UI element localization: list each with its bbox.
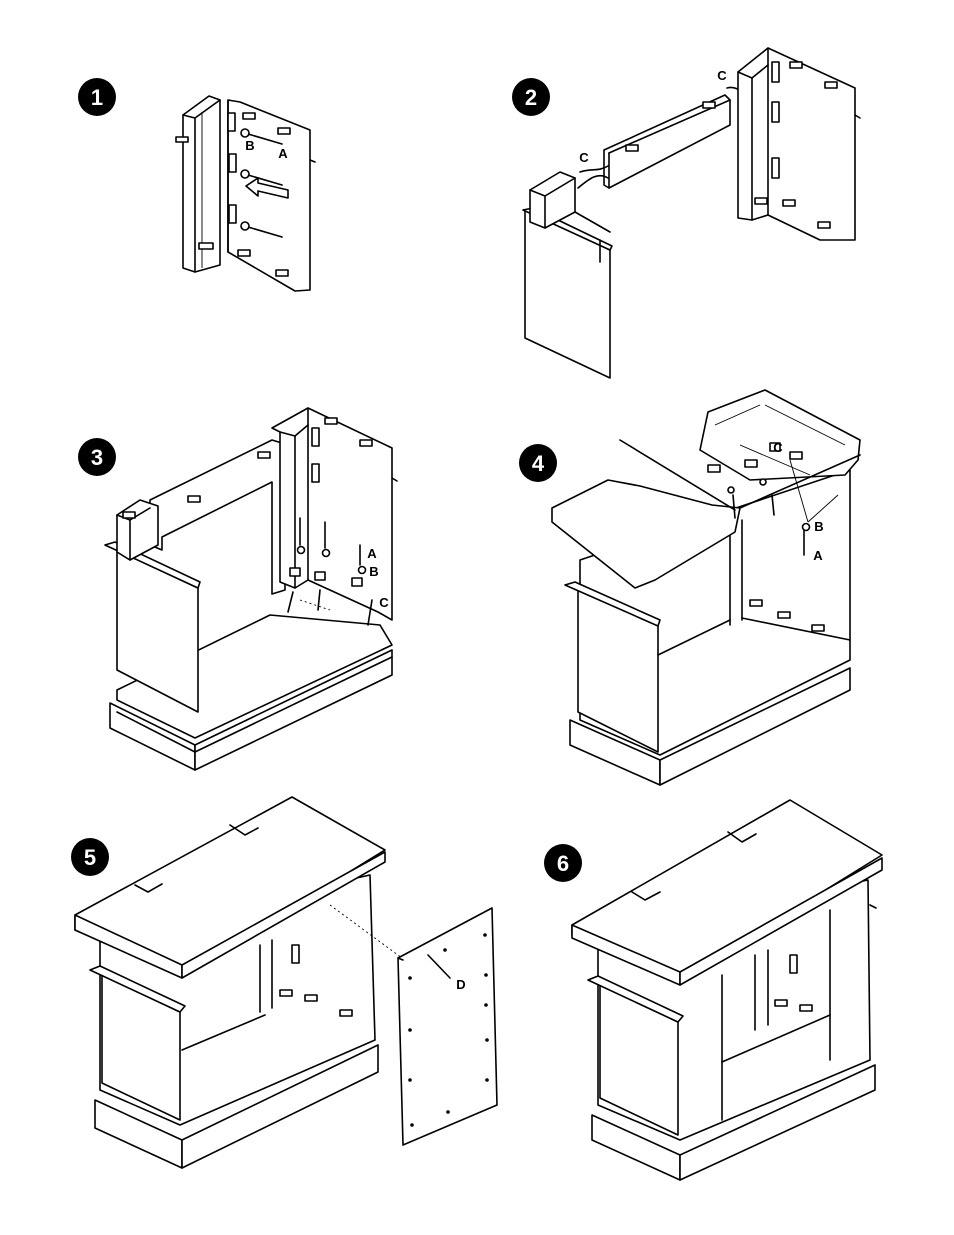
cam-lock-icon <box>290 568 300 576</box>
washer-icon <box>359 567 366 574</box>
washer-icon <box>241 170 249 178</box>
side-post-panel <box>176 96 220 272</box>
washer-icon <box>323 550 330 557</box>
step-5-badge: 5 <box>71 838 109 876</box>
label-c: C <box>717 68 727 83</box>
label-b: B <box>814 519 823 534</box>
washer-icon <box>760 479 766 485</box>
label-b: B <box>369 564 378 579</box>
cam-lock-icon <box>352 578 362 586</box>
label-a: A <box>813 548 823 563</box>
right-side-assembly <box>738 48 860 240</box>
step-1: 1 <box>78 78 315 291</box>
svg-text:6: 6 <box>557 851 569 876</box>
label-c: C <box>773 440 783 455</box>
label-a: A <box>367 546 377 561</box>
label-c: C <box>579 150 589 165</box>
right-side-assembly <box>272 408 397 620</box>
left-side-assembly <box>523 172 612 378</box>
step-4: 4 <box>519 390 860 785</box>
step-6: 6 <box>544 800 882 1180</box>
washer-icon <box>728 487 734 493</box>
step-2-badge: 2 <box>512 78 550 116</box>
svg-text:3: 3 <box>91 445 103 470</box>
step-4-badge: 4 <box>519 444 557 482</box>
back-panel <box>578 87 745 188</box>
side-panel <box>228 100 315 291</box>
step-1-badge: 1 <box>78 78 116 116</box>
svg-text:1: 1 <box>91 85 103 110</box>
svg-text:2: 2 <box>525 85 537 110</box>
step-2: 2 <box>512 48 860 378</box>
left-side-assembly <box>105 500 200 712</box>
step-6-badge: 6 <box>544 844 582 882</box>
label-c: C <box>379 595 389 610</box>
washer-icon <box>803 524 810 531</box>
label-a: A <box>278 146 288 161</box>
label-b: B <box>245 138 254 153</box>
washer-icon <box>241 222 249 230</box>
cam-lock-icon <box>315 572 325 580</box>
step-5: 5 <box>71 797 497 1168</box>
step-3: 3 <box>78 408 397 770</box>
svg-text:5: 5 <box>84 845 96 870</box>
svg-text:4: 4 <box>532 451 545 476</box>
step-3-badge: 3 <box>78 438 116 476</box>
label-d: D <box>456 977 465 992</box>
washer-icon <box>241 129 249 137</box>
washer-icon <box>298 547 305 554</box>
